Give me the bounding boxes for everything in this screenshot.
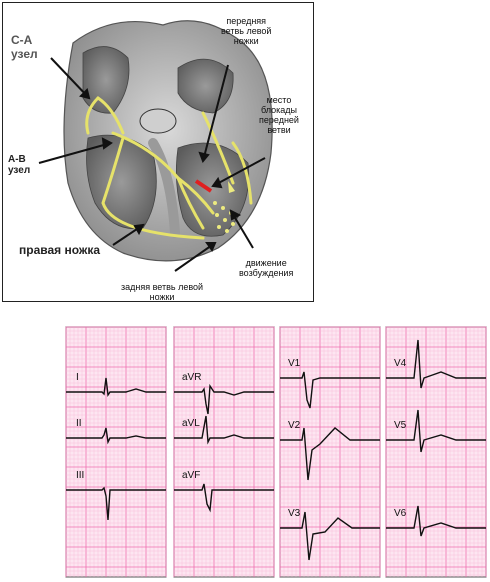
ecg-trace-V3	[280, 511, 380, 561]
ecg-trace-I	[66, 377, 166, 397]
septum	[148, 138, 180, 238]
lead-label-aVR: aVR	[182, 372, 201, 383]
label-excitation: движение возбуждения	[239, 258, 294, 278]
lead-label-aVF: aVF	[182, 470, 200, 481]
aortic-valve	[139, 108, 177, 134]
ecg-trace-aVL	[174, 415, 274, 445]
pointer-arrows	[38, 57, 266, 272]
lead-label-V4: V4	[394, 358, 407, 369]
lead-label-II: II	[76, 418, 82, 429]
label-av-node: А-В узел	[8, 154, 31, 176]
label-block-site: место блокады передней ветви	[259, 95, 299, 135]
ecg-trace-V4	[386, 339, 486, 389]
lead-label-aVL: aVL	[182, 418, 200, 429]
ecg-trace-V6	[386, 505, 486, 537]
heart-diagram-panel: С-А узел А-В узел правая ножка передняя …	[2, 2, 314, 302]
block-mark	[194, 179, 213, 193]
ecg-trace-III	[66, 486, 166, 521]
lead-label-V6: V6	[394, 508, 407, 519]
ecg-trace-V2	[280, 427, 380, 481]
lead-label-V5: V5	[394, 420, 407, 431]
lead-label-V2: V2	[288, 420, 301, 431]
lead-label-V1: V1	[288, 358, 301, 369]
heart-illustration	[38, 20, 273, 272]
label-sa-node: С-А узел	[11, 33, 38, 61]
label-anterior-branch: передняя ветвь левой ножки	[221, 16, 272, 46]
lead-label-III: III	[76, 470, 84, 481]
label-right-bundle: правая ножка	[19, 243, 101, 257]
conduction-system	[85, 96, 253, 240]
lead-label-V3: V3	[288, 508, 301, 519]
ecg-trace-aVR	[174, 383, 274, 415]
ecg-trace-V1	[280, 371, 380, 409]
label-posterior-branch: задняя ветвь левой ножки	[121, 282, 204, 302]
ecg-trace-II	[66, 427, 166, 445]
ecg-trace-aVF	[174, 483, 274, 513]
ecg-trace-V5	[386, 409, 486, 453]
lead-label-I: I	[76, 372, 79, 383]
ecg-panel-2: aVR aVL aVF	[173, 326, 275, 578]
right-atrium	[82, 46, 130, 114]
excitation-dots	[213, 181, 235, 233]
